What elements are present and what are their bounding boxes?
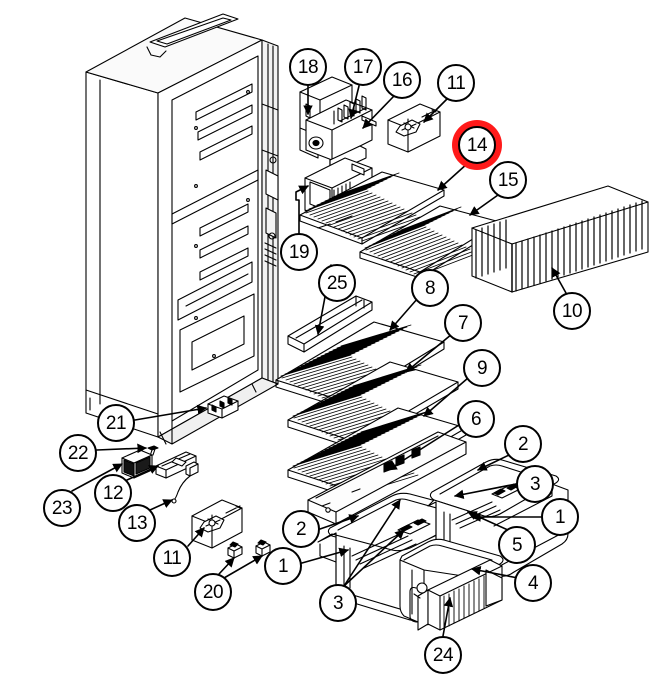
callout-fan-motor-assembly[interactable]: 11 [437, 64, 475, 102]
callout-drawer-rail[interactable]: 5 [498, 526, 536, 564]
callout-label: 4 [527, 572, 539, 594]
callout-label: 9 [476, 357, 488, 379]
callout-label: 23 [51, 497, 73, 519]
callout-crisper-roller-bar[interactable]: 24 [424, 636, 462, 674]
callout-label: 25 [326, 272, 348, 294]
callout-label: 10 [561, 300, 583, 322]
callout-crisper-humidity-control-left[interactable]: 3 [319, 584, 357, 622]
part-hinge-bracket [207, 395, 239, 419]
callout-crisper-cover-glass[interactable]: 6 [457, 400, 495, 438]
callout-label: 1 [554, 506, 566, 528]
callout-ice-storage-bin[interactable]: 19 [280, 233, 318, 271]
part-condenser-coil [471, 185, 649, 293]
callout-crisper-lid-right[interactable]: 2 [504, 425, 542, 463]
callout-refrigerator-shelf-lower[interactable]: 9 [463, 349, 501, 387]
callout-label: 21 [105, 412, 127, 434]
callout-shelf-trim-rail[interactable]: 25 [318, 264, 356, 302]
callout-ice-maker-assembly[interactable]: 17 [344, 48, 382, 86]
callout-deli-drawer[interactable]: 4 [514, 564, 552, 602]
callout-label: 14 [466, 134, 488, 156]
callout-crisper-drawer-left[interactable]: 1 [264, 547, 302, 585]
callout-label: 22 [67, 442, 89, 464]
callout-light-socket[interactable]: 12 [94, 474, 132, 512]
callout-condenser-coil[interactable]: 10 [553, 292, 591, 330]
callout-label: 16 [391, 69, 413, 91]
callout-label: 3 [529, 473, 541, 495]
callout-label: 15 [497, 169, 519, 191]
callout-label: 1 [277, 555, 289, 577]
callout-screw-fastener[interactable]: 22 [59, 434, 97, 472]
callout-freezer-shelf-lower[interactable]: 15 [489, 161, 527, 199]
callout-label: 7 [457, 312, 469, 334]
callout-ice-maker-bail-arm[interactable]: 16 [383, 61, 421, 99]
part-crisper-roller-bar [409, 559, 503, 631]
callout-label: 11 [162, 547, 182, 569]
callout-label: 11 [446, 72, 466, 94]
callout-freezer-wire-shelf[interactable]: 14 [458, 126, 496, 164]
part-fan-motor-assembly-lower [191, 499, 243, 549]
callout-crisper-humidity-control-right[interactable]: 3 [516, 465, 554, 503]
callout-clip-pair[interactable]: 20 [194, 573, 232, 611]
callout-crisper-drawer-right[interactable]: 1 [541, 498, 579, 536]
part-clip-pair [227, 539, 271, 559]
callout-refrigerator-shelf-middle[interactable]: 7 [444, 304, 482, 342]
refrigerator-cabinet [85, 13, 279, 445]
callout-label: 2 [517, 433, 529, 455]
callout-refrigerator-shelf-upper[interactable]: 8 [411, 269, 449, 307]
callout-label: 20 [202, 581, 224, 603]
callout-label: 12 [102, 482, 124, 504]
callout-control-box[interactable]: 18 [289, 48, 327, 86]
callout-label: 6 [470, 408, 482, 430]
callout-label: 18 [297, 56, 319, 78]
callout-label: 13 [126, 512, 148, 534]
part-fan-motor-assembly [387, 103, 441, 153]
callout-label: 2 [295, 518, 307, 540]
callout-leveling-foot[interactable]: 23 [43, 489, 81, 527]
callout-label: 3 [332, 592, 344, 614]
callout-label: 5 [511, 534, 523, 556]
part-leveling-foot [121, 449, 153, 479]
callout-hinge-bracket[interactable]: 21 [97, 404, 135, 442]
callout-label: 24 [432, 644, 454, 666]
callout-label: 17 [352, 56, 374, 78]
callout-label: 19 [288, 241, 310, 263]
part-shelf-trim-rail [287, 295, 373, 353]
callout-light-switch[interactable]: 13 [118, 504, 156, 542]
callout-label: 8 [424, 277, 436, 299]
part-light-switch [171, 461, 199, 504]
callout-crisper-lid-left[interactable]: 2 [282, 510, 320, 548]
callout-fan-motor-assembly-lower[interactable]: 11 [153, 539, 191, 577]
part-light-socket [155, 451, 197, 479]
